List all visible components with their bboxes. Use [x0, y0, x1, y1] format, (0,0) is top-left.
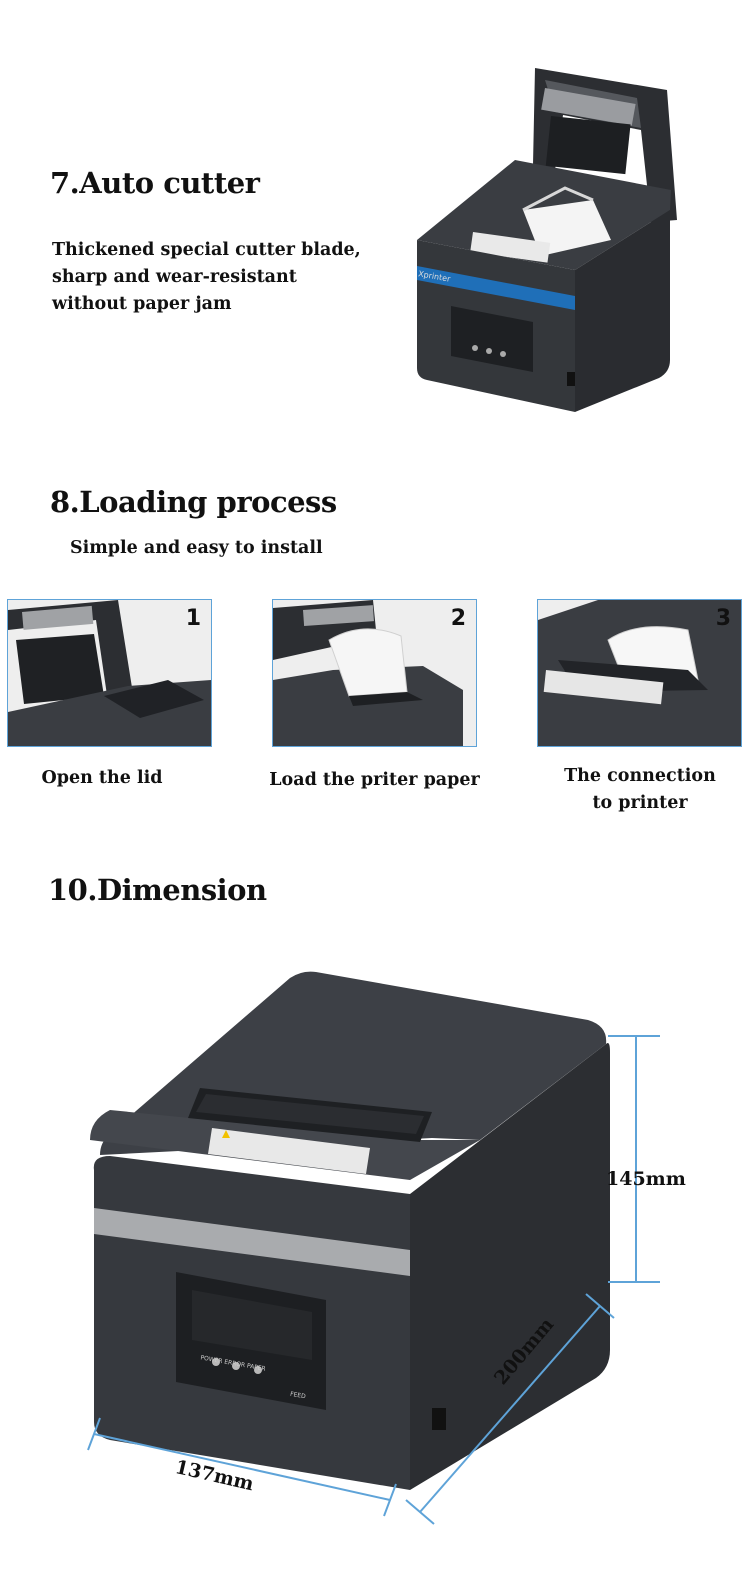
loading-process-title: 8.Loading process — [50, 485, 337, 519]
step-3-caption: The connection to printer — [540, 763, 740, 817]
printer-open-lid-image — [417, 68, 677, 412]
auto-cutter-title: 7.Auto cutter — [50, 166, 260, 200]
printer-dimension-image — [90, 971, 610, 1490]
height-label: 145mm — [606, 1168, 686, 1190]
step-number: 3 — [715, 606, 731, 631]
step-2-image: 2 — [272, 599, 477, 747]
step-number: 1 — [185, 606, 201, 631]
auto-cutter-line: Thickened special cutter blade, — [52, 240, 361, 260]
step-2-caption: Load the priter paper — [269, 770, 480, 790]
step-number: 2 — [450, 606, 466, 631]
step-3-image: 3 — [537, 599, 742, 747]
loading-process-subtitle: Simple and easy to install — [70, 538, 323, 558]
auto-cutter-line: without paper jam — [52, 294, 232, 314]
step-1-image: 1 — [7, 599, 212, 747]
step-3-caption-line: The connection — [564, 766, 716, 786]
step-1-caption: Open the lid — [41, 768, 163, 788]
auto-cutter-description: Thickened special cutter blade, sharp an… — [52, 237, 361, 318]
dimension-title: 10.Dimension — [48, 873, 267, 907]
dimension-lines — [87, 1035, 660, 1525]
auto-cutter-line: sharp and wear-resistant — [52, 267, 297, 287]
step-3-caption-line: to printer — [592, 793, 688, 813]
